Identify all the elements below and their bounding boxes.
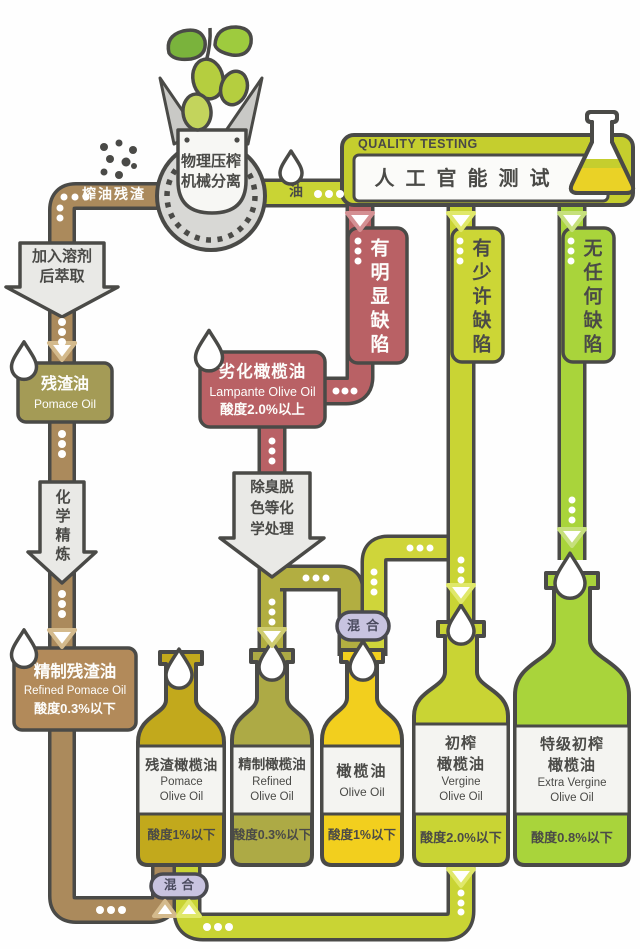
minor-defect-box bbox=[450, 226, 505, 364]
bottle-vergine-label-band bbox=[412, 722, 510, 816]
speckle-dots bbox=[100, 139, 137, 179]
chevron-down-icon bbox=[446, 583, 476, 604]
droplet-icon bbox=[259, 641, 285, 680]
solvent-extraction-arrow bbox=[4, 241, 120, 319]
droplet-icon bbox=[12, 630, 37, 668]
leaf-right bbox=[213, 25, 253, 57]
chevron-down-icon bbox=[345, 211, 375, 232]
chevron-down-icon bbox=[47, 628, 77, 649]
chevron-down-icon bbox=[257, 627, 287, 648]
olive-fruit bbox=[190, 57, 226, 101]
bottle-refined-label-band bbox=[230, 744, 314, 816]
chevron-down-icon bbox=[557, 527, 587, 548]
quality-testing-panel bbox=[340, 133, 635, 207]
droplet-icon bbox=[196, 330, 223, 371]
press-icon bbox=[155, 76, 267, 252]
chevron-up-icon bbox=[152, 899, 178, 918]
olive-fruit bbox=[181, 92, 213, 132]
chemical-refining-arrow bbox=[26, 480, 98, 585]
no-defect-box bbox=[561, 226, 616, 364]
deodorize-arrow bbox=[218, 471, 326, 579]
droplet-icon bbox=[166, 649, 192, 688]
mixer2-capsule bbox=[149, 872, 209, 900]
droplet-icon bbox=[280, 151, 302, 184]
flask-icon bbox=[568, 110, 636, 195]
droplet-icons bbox=[12, 151, 586, 688]
chevron-down-icon bbox=[446, 211, 476, 232]
droplet-icon bbox=[555, 553, 585, 598]
droplet-icon bbox=[350, 641, 376, 680]
major-defect-box bbox=[346, 226, 409, 365]
droplet-icon bbox=[12, 342, 37, 380]
lampante-box bbox=[198, 350, 327, 429]
droplet-icon bbox=[448, 605, 474, 644]
bottle-extra-vergine-shape bbox=[513, 571, 631, 867]
flow-chevrons bbox=[47, 211, 587, 918]
refined-pomace-box bbox=[12, 646, 138, 732]
olive-branch-icon bbox=[166, 25, 253, 132]
chevron-down-icon bbox=[446, 867, 476, 888]
chevron-down-icon bbox=[557, 211, 587, 232]
flow-dots bbox=[56, 190, 576, 931]
olive-fruit bbox=[218, 69, 250, 107]
pomace-oil-box bbox=[16, 361, 114, 424]
leaf-left bbox=[166, 28, 207, 62]
chevron-up-icon bbox=[176, 899, 202, 918]
bottle-extra-vergine-label-band bbox=[513, 724, 631, 816]
mixer1-capsule bbox=[335, 610, 391, 642]
bottle-pomace-label-band bbox=[136, 744, 226, 816]
bottle-olive-oil-label-band bbox=[320, 744, 404, 816]
